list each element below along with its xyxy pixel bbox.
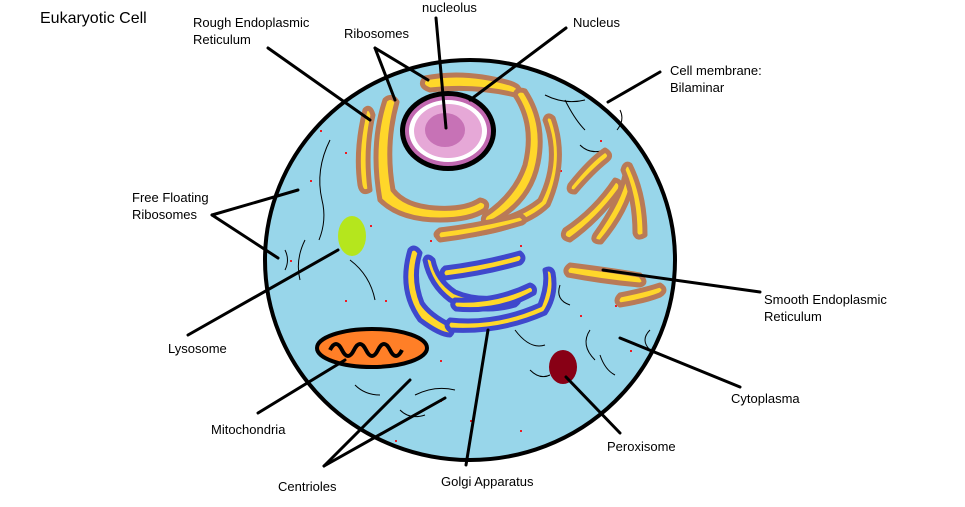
label-peroxisome: Peroxisome [607,439,676,454]
label-rough-er-line2: Reticulum [193,32,251,47]
diagram-title: Eukaryotic Cell [40,10,147,27]
label-nucleus: Nucleus [573,15,620,30]
golgi-apparatus [403,245,557,338]
label-free-ribosomes: Free Floating Ribosomes [132,189,209,223]
label-lysosome: Lysosome [168,341,227,356]
label-cytoplasma: Cytoplasma [731,391,800,406]
label-free-ribosomes-line2: Ribosomes [132,207,198,222]
label-mitochondria: Mitochondria [211,422,286,437]
label-cell-membrane: Cell membrane: Bilaminar [670,62,762,96]
label-rough-er: Rough Endoplasmic Reticulum [193,14,309,48]
label-nucleolus: nucleolus [422,0,477,15]
label-free-ribosomes-line1: Free Floating [132,190,209,205]
label-cell-membrane-line2: Bilaminar [670,80,725,95]
label-golgi: Golgi Apparatus [441,474,534,489]
label-smooth-er-line2: Reticulum [764,309,822,324]
label-cell-membrane-line1: Cell membrane: [670,63,762,78]
label-ribosomes: Ribosomes [344,26,410,41]
rough-er [355,72,562,243]
peroxisome-body [549,350,577,384]
label-rough-er-line1: Rough Endoplasmic [193,15,310,30]
nucleus [400,91,496,171]
label-smooth-er-line1: Smooth Endoplasmic [764,292,887,307]
label-centrioles: Centrioles [278,479,337,494]
leader-lines [186,16,762,468]
nucleolus-body [425,113,465,147]
smooth-er [560,147,667,308]
lysosome-body [338,216,366,256]
label-smooth-er: Smooth Endoplasmic Reticulum [764,291,887,325]
mitochondria-body [315,327,429,369]
